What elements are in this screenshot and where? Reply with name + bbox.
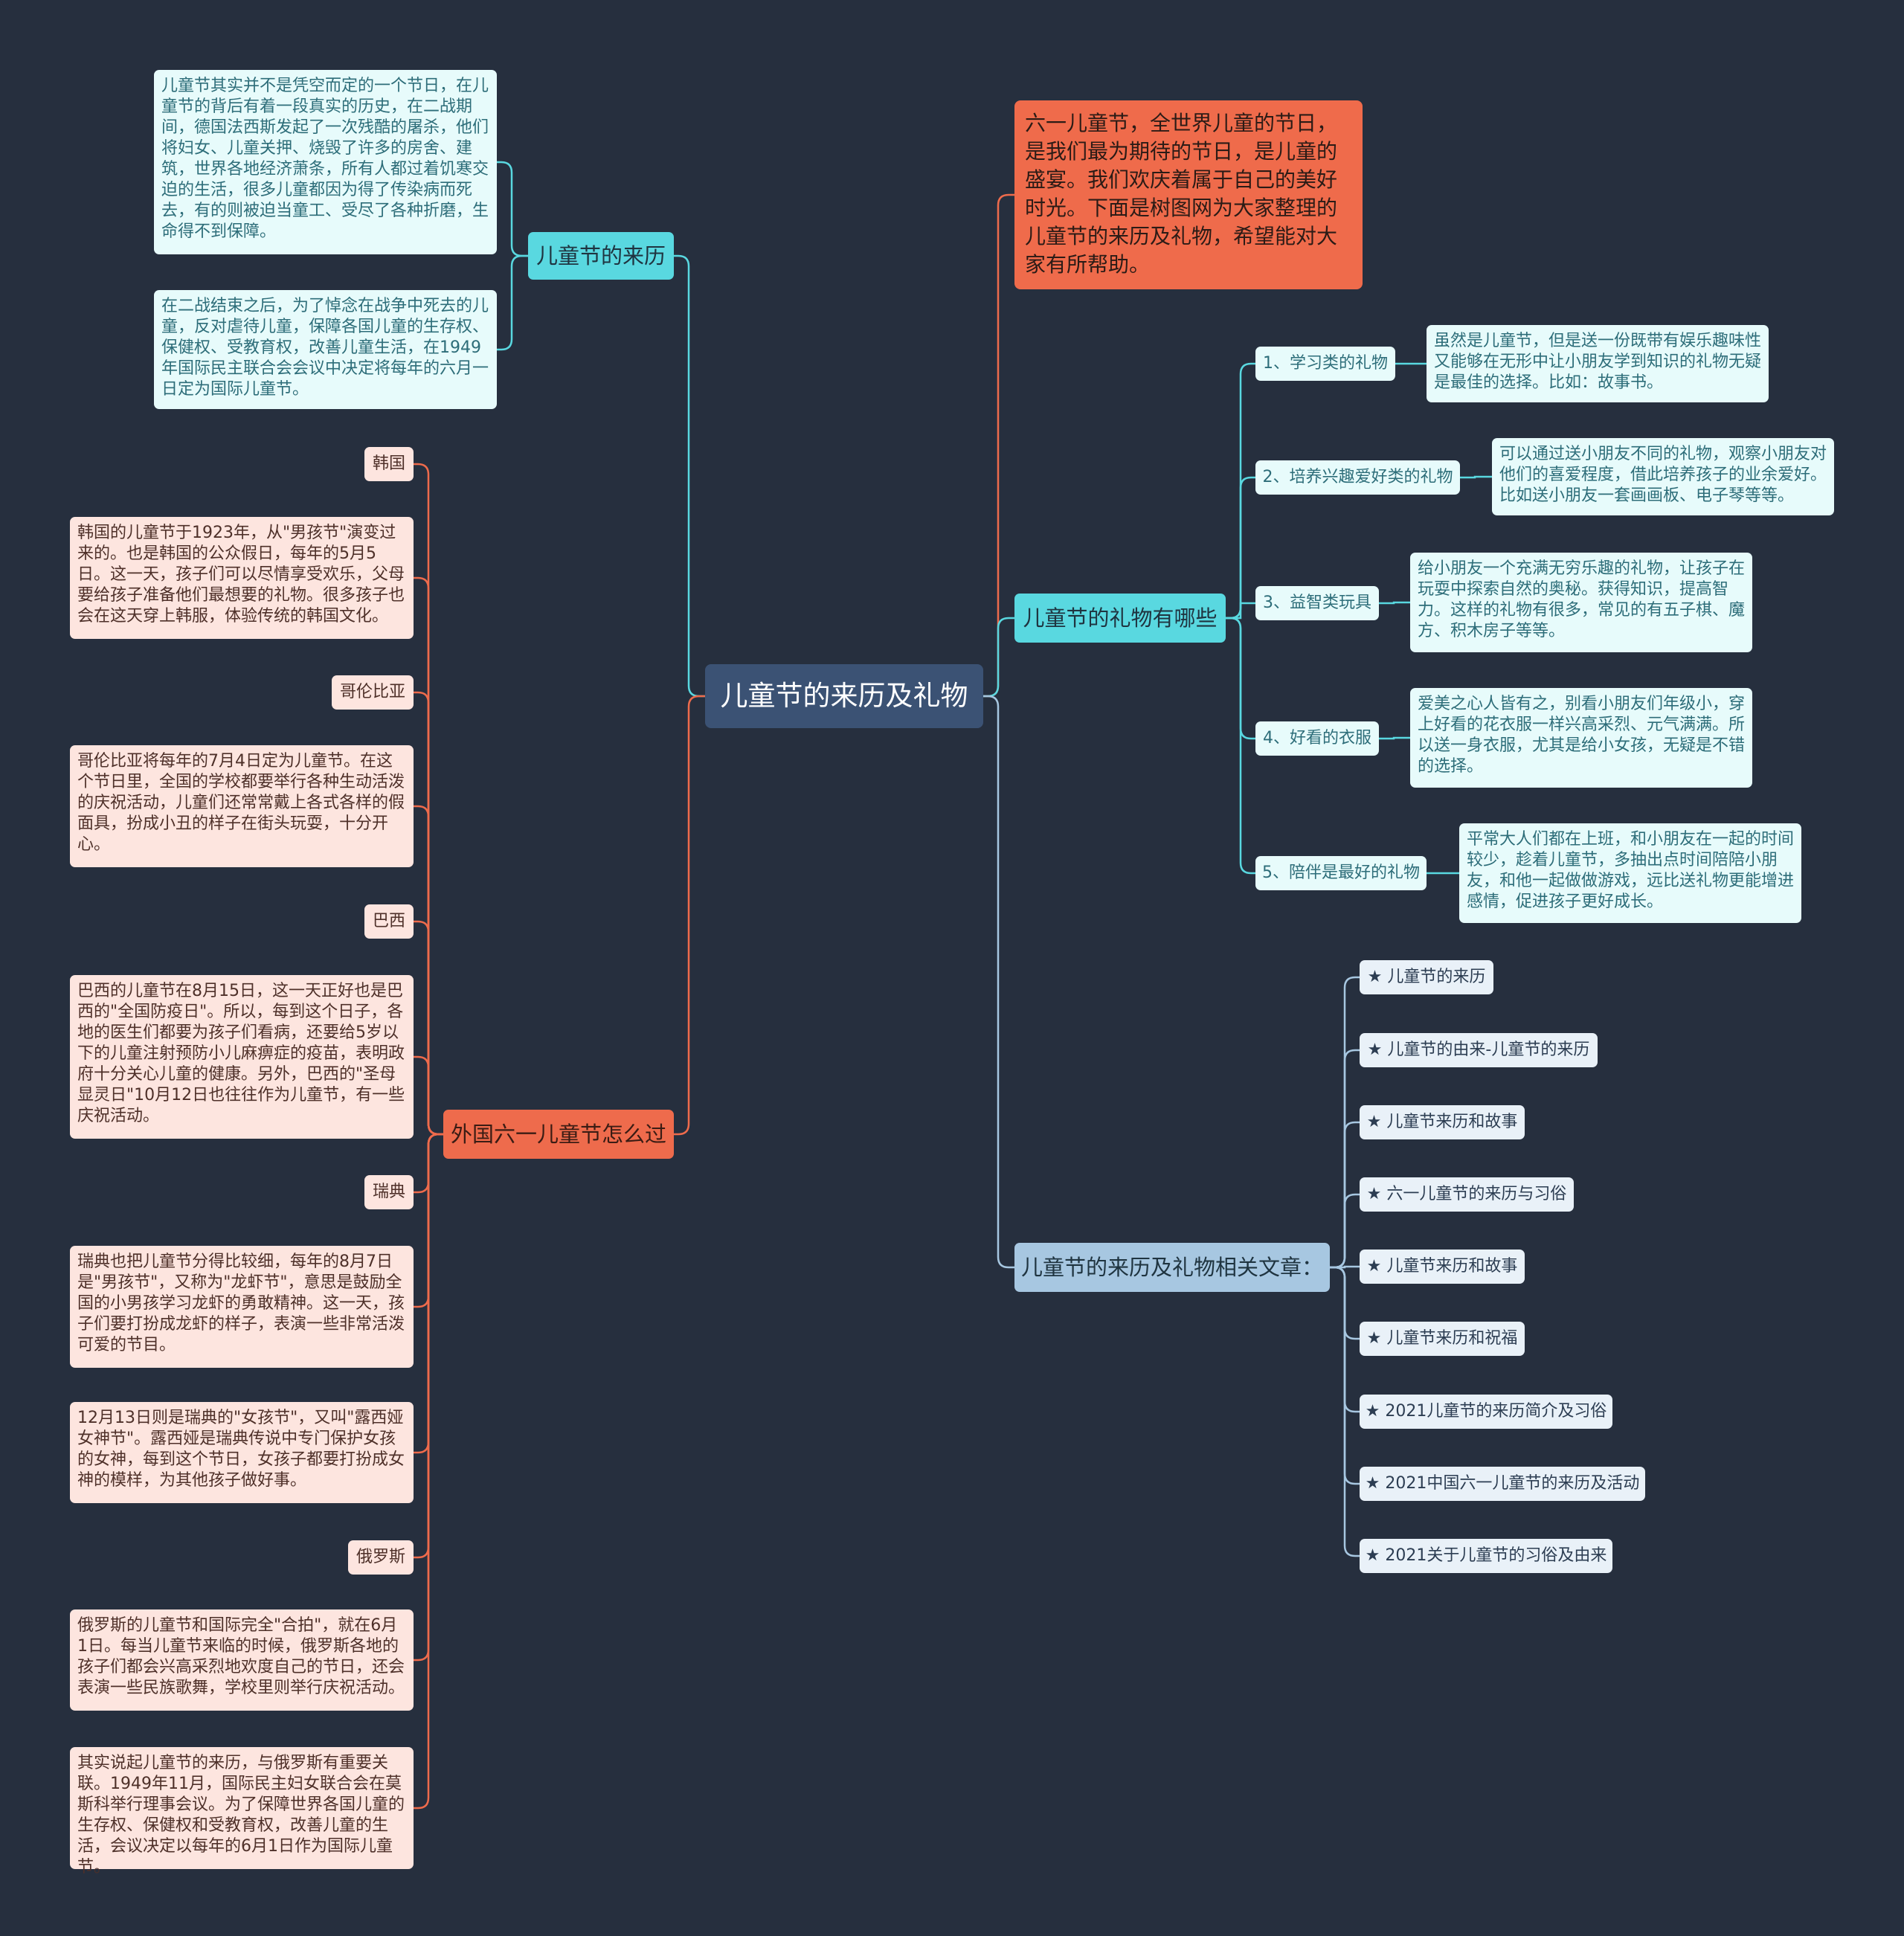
related-link-9 [1330,1266,1360,1557]
related-link-4 [1330,1193,1360,1269]
center-foreign-link-1 [674,695,705,1136]
foreign-link-12 [414,1133,443,1810]
gifts-link-5 [1226,617,1255,875]
related-link-4[interactable]: ★ 六一儿童节的来历与习俗 [1360,1177,1574,1212]
gift-detail-1[interactable]: 虽然是儿童节，但是送一份既带有娱乐趣味性又能够在无形中让小朋友学到知识的礼物无疑… [1427,325,1769,402]
related-link-6[interactable]: ★ 儿童节来历和祝福 [1360,1322,1525,1356]
gift-detail-2[interactable]: 可以通过送小朋友不同的礼物，观察小朋友对他们的喜爱程度，借此培养孩子的业余爱好。… [1492,438,1834,515]
gift-label-2[interactable]: 2、培养兴趣爱好类的礼物 [1255,460,1460,495]
branch-origin[interactable]: 儿童节的来历 [528,232,674,280]
related-link-5[interactable]: ★ 儿童节来历和故事 [1360,1250,1525,1284]
foreign-link-6 [414,1055,443,1136]
related-link-8[interactable]: ★ 2021中国六一儿童节的来历及活动 [1360,1467,1645,1501]
related-link-1[interactable]: ★ 儿童节的来历 [1360,960,1493,994]
country-sweden[interactable]: 瑞典 [364,1175,414,1209]
gift-detail-3[interactable]: 给小朋友一个充满无穷乐趣的礼物，让孩子在玩耍中探索自然的奥秘。获得知识，提高智力… [1410,553,1752,652]
related-link-7[interactable]: ★ 2021儿童节的来历简介及习俗 [1360,1395,1612,1429]
gift-label-1[interactable]: 1、学习类的礼物 [1255,347,1395,381]
gifts-link-2 [1226,476,1255,620]
gift-label-3[interactable]: 3、益智类玩具 [1255,586,1379,620]
center-origin-link-1 [674,254,705,698]
country-korea[interactable]: 韩国 [364,447,414,481]
brazil-detail[interactable]: 巴西的儿童节在8月15日，这一天正好也是巴西的"全国防疫日"。所以，每到这个日子… [70,975,414,1139]
gift-detail-5[interactable]: 平常大人们都在上班，和小朋友在一起的时间较少，趁着儿童节，多抽出点时间陪陪小朋友… [1459,823,1801,923]
russia-detail-2[interactable]: 其实说起儿童节的来历，与俄罗斯有重要关联。1949年11月，国际民主妇女联合会在… [70,1747,414,1876]
branch-gifts[interactable]: 儿童节的礼物有哪些 [1014,594,1226,643]
origin-link-2 [497,254,528,351]
center-intro-link-1 [983,193,1014,698]
branch-related[interactable]: 儿童节的来历及礼物相关文章： [1014,1243,1330,1292]
gift-label-5[interactable]: 5、陪伴是最好的礼物 [1255,856,1427,890]
center-gifts-link-1 [983,617,1014,698]
gift-detail-4[interactable]: 爱美之心人皆有之，别看小朋友们年级小，穿上好看的花衣服一样兴高采烈、元气满满。所… [1410,688,1752,788]
intro-note[interactable]: 六一儿童节，全世界儿童的节日，是我们最为期待的节日，是儿童的盛宴。我们欢庆着属于… [1014,100,1363,289]
related-link-2[interactable]: ★ 儿童节的由来-儿童节的来历 [1360,1033,1598,1067]
related-link-9[interactable]: ★ 2021关于儿童节的习俗及由来 [1360,1539,1612,1573]
origin-detail-1[interactable]: 儿童节其实并不是凭空而定的一个节日，在儿童节的背后有着一段真实的历史，在二战期间… [154,70,497,254]
origin-detail-2[interactable]: 在二战结束之后，为了悼念在战争中死去的儿童，反对虐待儿童，保障各国儿童的生存权、… [154,290,497,409]
sweden-detail-2[interactable]: 12月13日则是瑞典的"女孩节"，又叫"露西娅女神节"。露西娅是瑞典传说中专门保… [70,1402,414,1503]
gifts-link-3 [1226,602,1255,620]
country-brazil[interactable]: 巴西 [364,904,414,939]
sweden-detail-1[interactable]: 瑞典也把儿童节分得比较细，每年的8月7日是"男孩节"，又称为"龙虾节"，意思是鼓… [70,1246,414,1368]
branch-foreign[interactable]: 外国六一儿童节怎么过 [443,1110,674,1159]
gift-detail-4-link-1 [1379,736,1410,740]
central-topic[interactable]: 儿童节的来历及礼物 [705,664,983,728]
origin-link-1 [497,161,528,257]
related-link-3[interactable]: ★ 儿童节来历和故事 [1360,1105,1525,1139]
country-colombia[interactable]: 哥伦比亚 [332,675,414,710]
center-related-link-1 [983,695,1014,1269]
colombia-detail[interactable]: 哥伦比亚将每年的7月4日定为儿童节。在这个节日里，全国的学校都要举行各种生动活泼… [70,745,414,867]
country-russia[interactable]: 俄罗斯 [348,1540,414,1575]
korea-detail[interactable]: 韩国的儿童节于1923年，从"男孩节"演变过来的。也是韩国的公众假日，每年的5月… [70,517,414,639]
gift-detail-3-link-1 [1379,601,1410,605]
gift-label-4[interactable]: 4、好看的衣服 [1255,721,1379,756]
russia-detail-1[interactable]: 俄罗斯的儿童节和国际完全"合拍"，就在6月1日。每当儿童节来临的时候，俄罗斯各地… [70,1609,414,1711]
